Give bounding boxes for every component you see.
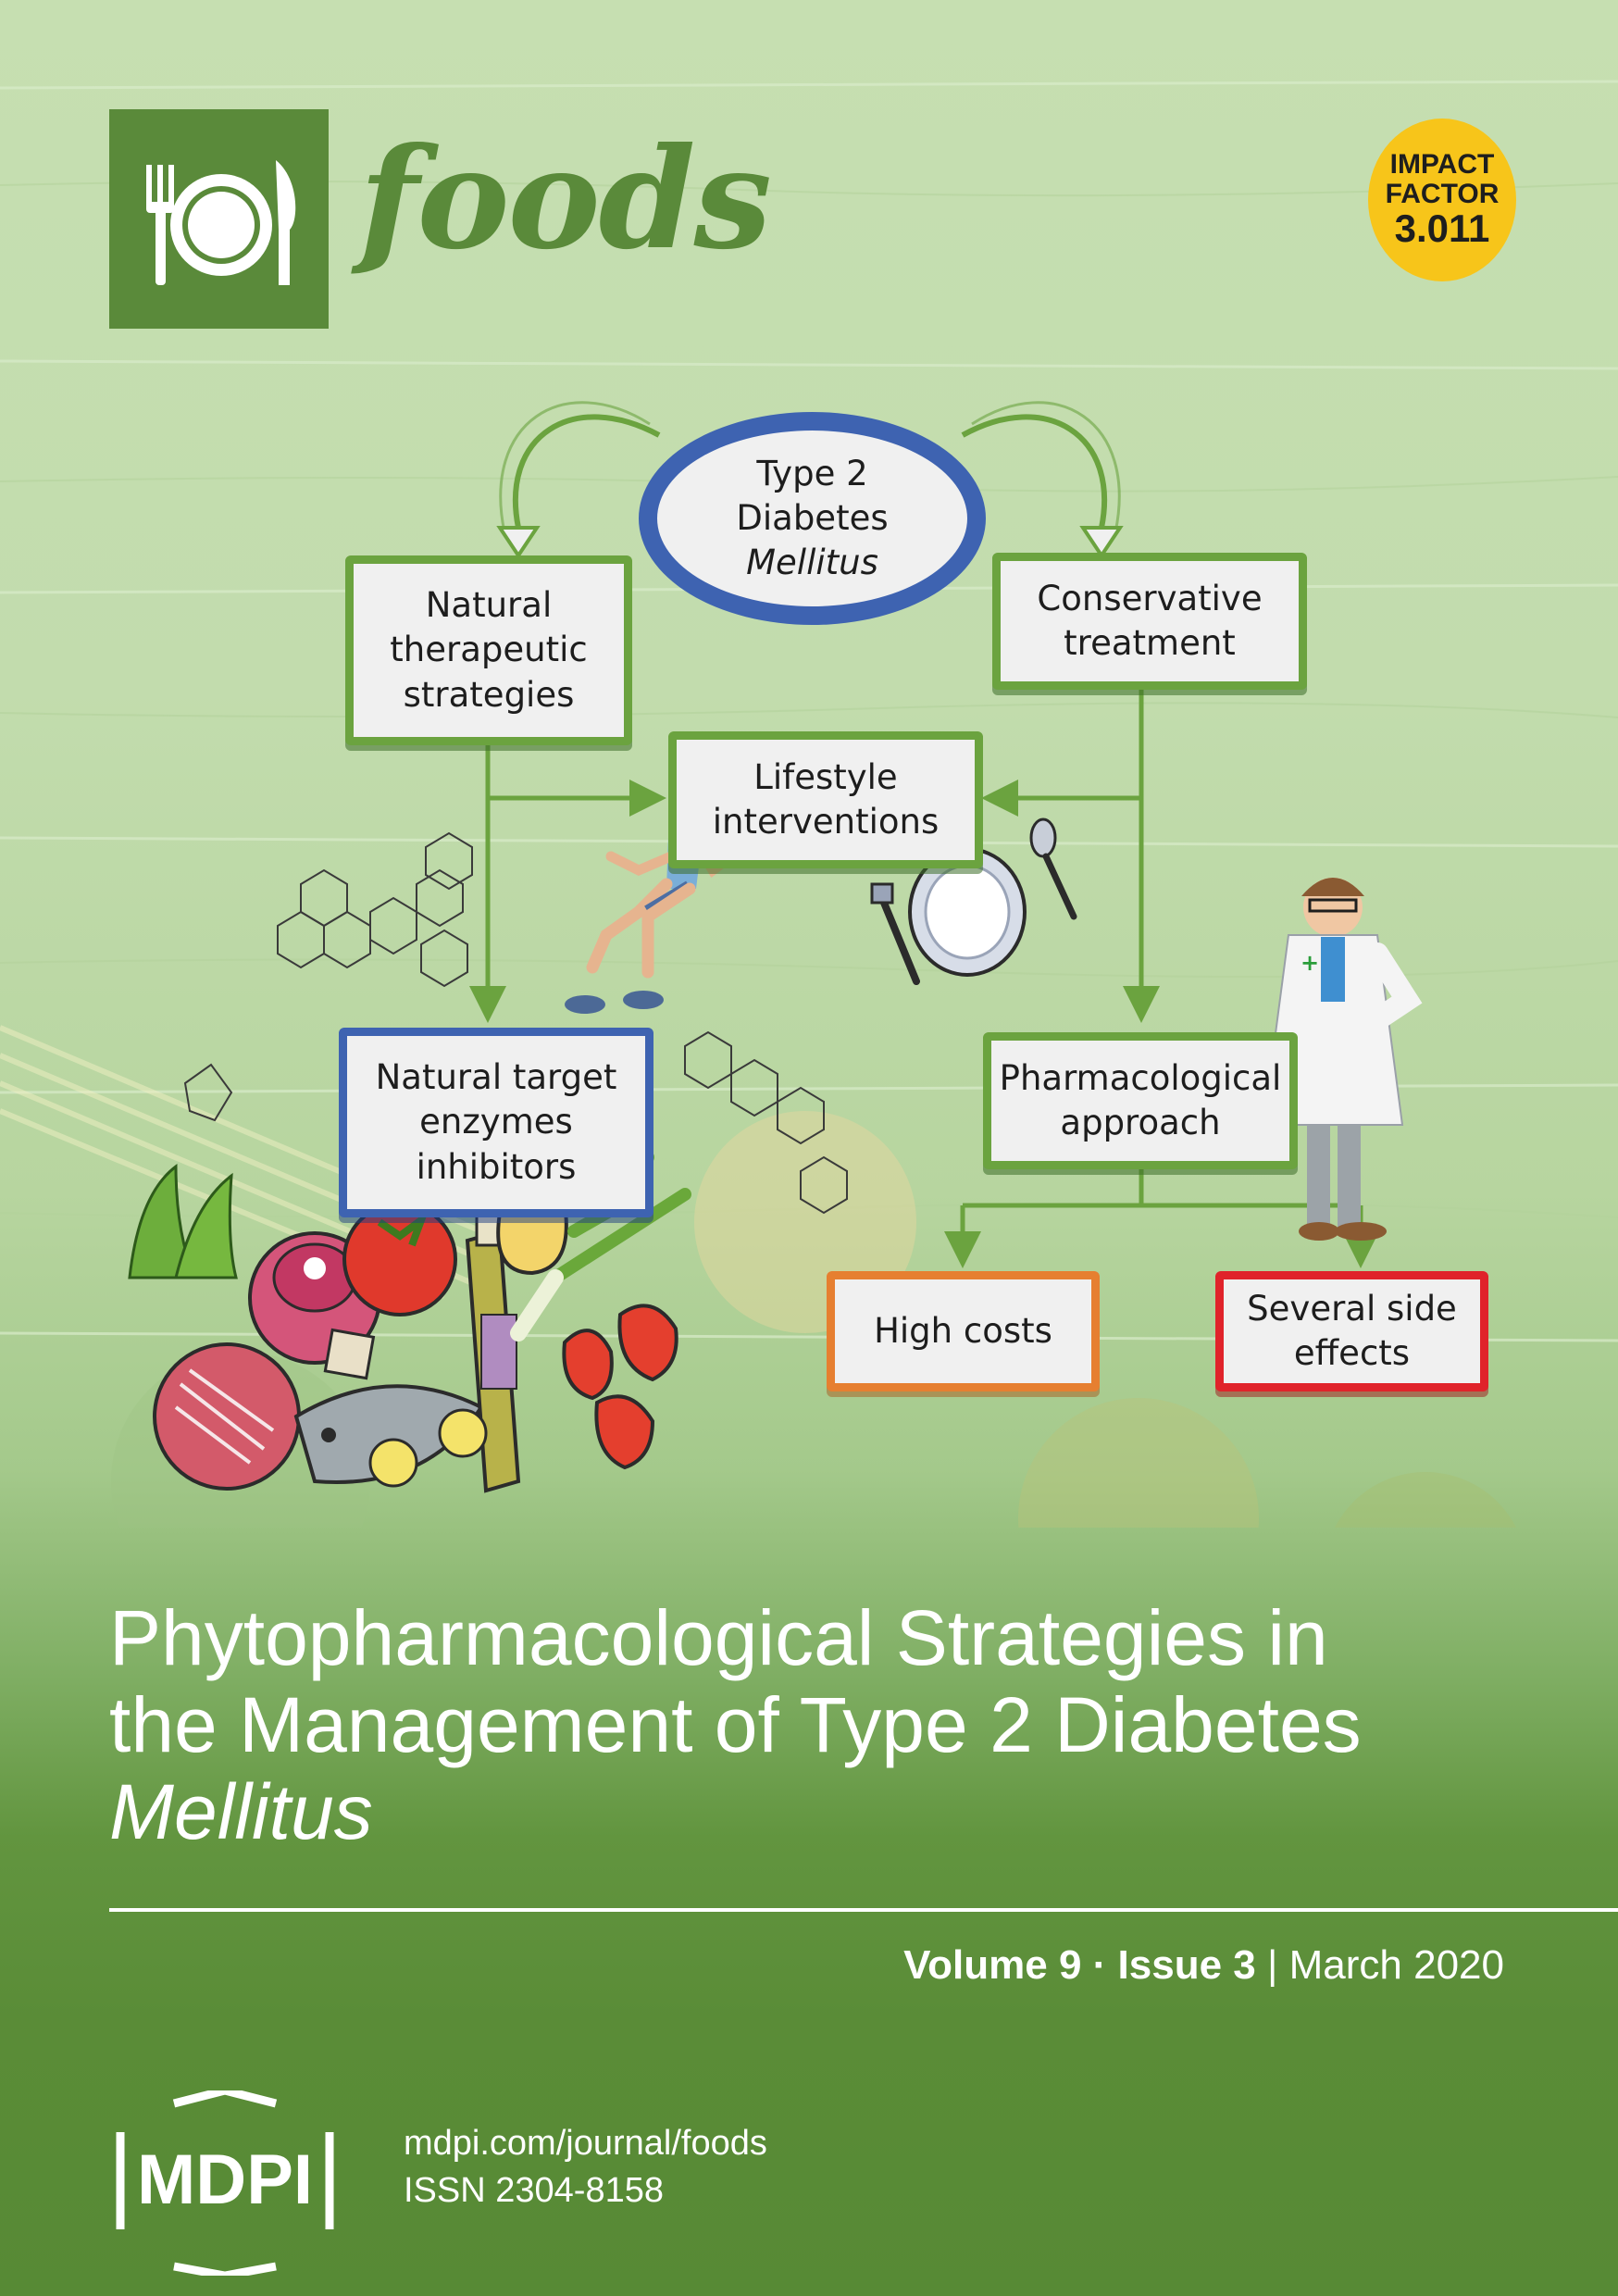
- diagram-graphics: +: [128, 401, 1423, 1493]
- title-divider: [109, 1908, 1618, 1912]
- impact-factor-badge: IMPACT FACTOR 3.011: [1368, 119, 1516, 281]
- title-line-2: the Management of Type 2 Diabetes: [109, 1681, 1362, 1768]
- title-line-1: Phytopharmacological Strategies in: [109, 1594, 1328, 1681]
- doctor-illustration: +: [1262, 878, 1423, 1241]
- center-line-1: Type 2: [756, 453, 868, 493]
- factor-label: FACTOR: [1385, 178, 1500, 209]
- node-high-costs: High costs: [827, 1271, 1100, 1391]
- date-divider: |: [1255, 1942, 1289, 1988]
- curved-arrow-right: [961, 414, 1108, 529]
- diagram-center-ellipse: Type 2 Diabetes Mellitus: [639, 412, 986, 625]
- curved-arrow-left: [512, 414, 661, 529]
- healthy-food-illustration: [128, 1151, 691, 1493]
- volume-label: Volume 9: [903, 1942, 1082, 1988]
- publisher-name: MDPI: [137, 2140, 313, 2219]
- plate-cutlery-illustration: [870, 817, 1077, 985]
- node-lifestyle-interventions: Lifestyle interventions: [668, 731, 983, 868]
- journal-url[interactable]: mdpi.com/journal/foods: [404, 2124, 767, 2163]
- issue-label: Issue 3: [1117, 1942, 1256, 1988]
- hexagon-icon: [116, 2090, 334, 2276]
- center-line-3: Mellitus: [746, 543, 878, 583]
- journal-name: foods: [359, 118, 772, 281]
- volume-issue-separator: ·: [1081, 1942, 1118, 1988]
- center-line-2: Diabetes: [736, 497, 889, 538]
- issn: ISSN 2304-8158: [404, 2171, 664, 2210]
- node-conservative-treatment: Conservative treatment: [992, 553, 1307, 690]
- mdpi-logo: MDPI: [116, 2090, 334, 2276]
- cover-article-title: Phytopharmacological Strategies in the M…: [109, 1594, 1553, 1855]
- impact-factor-value: 3.011: [1394, 206, 1490, 251]
- node-natural-target-enzymes-inhibitors: Natural target enzymes inhibitors: [339, 1028, 653, 1217]
- journal-logo: [109, 109, 329, 329]
- node-natural-therapeutic-strategies: Natural therapeutic strategies: [345, 555, 632, 745]
- issue-info: Volume 9 · Issue 3 | March 2020: [903, 1942, 1504, 1989]
- node-pharmacological-approach: Pharmacological approach: [983, 1032, 1298, 1169]
- svg-text:+: +: [1301, 950, 1319, 976]
- plate-fork-knife-icon: [146, 160, 296, 285]
- title-line-3: Mellitus: [109, 1768, 373, 1855]
- node-several-side-effects: Several side effects: [1215, 1271, 1488, 1391]
- impact-label: IMPACT: [1389, 149, 1495, 181]
- molecule-structure-illustration: [183, 831, 848, 1215]
- issue-date: March 2020: [1288, 1942, 1504, 1988]
- publisher-info: mdpi.com/journal/foods ISSN 2304-8158: [404, 2120, 767, 2215]
